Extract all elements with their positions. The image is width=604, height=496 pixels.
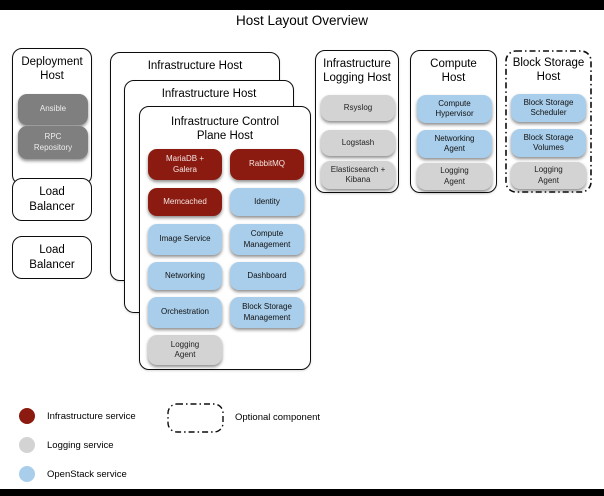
page-title: Host Layout Overview bbox=[235, 13, 369, 28]
service-pill-compute-management: Compute Management bbox=[230, 224, 304, 255]
legend-label-infrastructure-service: Infrastructure service bbox=[47, 411, 136, 422]
service-pill-logstash: Logstash bbox=[321, 130, 395, 156]
host-title: Block Storage Host bbox=[512, 57, 585, 84]
host-title: Load Balancer bbox=[29, 186, 75, 213]
service-pill-compute-hypervisor: Compute Hypervisor bbox=[417, 95, 492, 123]
service-pill-elasticsearch-kibana: Elasticsearch + Kibana bbox=[321, 161, 395, 189]
service-pill-ansible: Ansible bbox=[18, 94, 88, 125]
service-pill-logging-agent: Logging Agent bbox=[417, 163, 492, 190]
host-title: Infrastructure Host bbox=[147, 60, 243, 72]
legend-label-openstack-service: OpenStack service bbox=[47, 469, 127, 480]
infrastructure-logging-host-box: Infrastructure Logging Host Rsyslog Logs… bbox=[315, 50, 399, 193]
load-balancer-box-2: Load Balancer bbox=[12, 236, 92, 279]
service-pill-mariadb-galera: MariaDB + Galera bbox=[148, 149, 222, 180]
service-pill-memcached: Memcached bbox=[148, 188, 222, 216]
host-title: Compute Host bbox=[430, 58, 477, 85]
service-pill-logging-agent: Logging Agent bbox=[148, 335, 222, 365]
top-letterbox-bar bbox=[0, 0, 604, 10]
service-pill-networking: Networking bbox=[148, 262, 222, 290]
deployment-host-box: Deployment Host Ansible RPC Repository bbox=[12, 48, 92, 185]
service-pill-dashboard: Dashboard bbox=[230, 262, 304, 290]
legend-swatch-optional-component bbox=[167, 403, 224, 433]
service-pill-block-storage-volumes: Block Storage Volumes bbox=[511, 129, 586, 157]
legend-swatch-openstack-service bbox=[19, 466, 35, 482]
legend-swatch-infrastructure-service bbox=[19, 408, 35, 424]
service-pill-rsyslog: Rsyslog bbox=[321, 95, 395, 121]
service-pill-image-service: Image Service bbox=[148, 224, 222, 255]
service-pill-orchestration: Orchestration bbox=[148, 297, 222, 328]
legend-swatch-logging-service bbox=[19, 437, 35, 453]
host-title: Infrastructure Logging Host bbox=[323, 58, 391, 85]
service-pill-networking-agent: Networking Agent bbox=[417, 130, 492, 158]
host-title: Infrastructure Control Plane Host bbox=[171, 116, 280, 143]
service-pill-logging-agent: Logging Agent bbox=[511, 162, 586, 189]
service-pill-block-storage-scheduler: Block Storage Scheduler bbox=[511, 94, 586, 122]
host-title: Deployment Host bbox=[21, 56, 83, 83]
service-pill-rabbitmq: RabbitMQ bbox=[230, 149, 304, 180]
legend-label-optional-component: Optional component bbox=[235, 412, 321, 423]
compute-host-box: Compute Host Compute Hypervisor Networki… bbox=[410, 50, 497, 193]
host-title: Load Balancer bbox=[29, 244, 75, 271]
bottom-letterbox-bar bbox=[0, 489, 604, 496]
legend-label-logging-service: Logging service bbox=[47, 440, 114, 451]
host-title: Infrastructure Host bbox=[161, 88, 257, 100]
block-storage-host-box: Block Storage Host Block Storage Schedul… bbox=[505, 50, 592, 193]
service-pill-identity: Identity bbox=[230, 188, 304, 216]
service-pill-rpc-repository: RPC Repository bbox=[18, 126, 88, 159]
load-balancer-box-1: Load Balancer bbox=[12, 178, 92, 221]
infrastructure-control-plane-host-box: Infrastructure Control Plane Host MariaD… bbox=[139, 106, 311, 370]
service-pill-block-storage-management: Block Storage Management bbox=[230, 297, 304, 328]
